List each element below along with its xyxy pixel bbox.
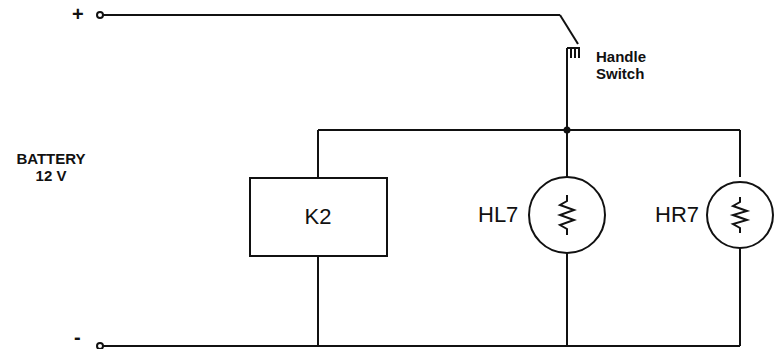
supply-bus — [318, 129, 740, 131]
relay-box: K2 — [249, 177, 388, 257]
switch-blade — [560, 15, 578, 44]
lamp-wire — [566, 130, 568, 177]
terminal-sign: + — [72, 3, 84, 26]
battery-terminal — [97, 12, 103, 18]
lamp-wire — [566, 253, 568, 346]
switch-label: Handle Switch — [596, 48, 668, 83]
lamp-filament — [560, 195, 574, 235]
positive-wire — [103, 14, 560, 16]
lamp-label: HL7 — [478, 202, 518, 227]
lamp-symbol — [707, 182, 773, 248]
battery-label: BATTERY 12 V — [8, 150, 94, 185]
relay-wire — [317, 257, 319, 346]
terminal-sign: - — [74, 326, 81, 349]
lamp-label: HR7 — [655, 202, 699, 227]
lamp-symbol — [529, 177, 605, 253]
switch-handle — [578, 48, 580, 58]
lamp-wire — [739, 248, 741, 346]
battery-terminal — [97, 343, 103, 349]
switch-handle — [574, 48, 576, 58]
switch-wire — [566, 48, 568, 130]
lamp-wire — [739, 130, 741, 177]
lamp-filament — [733, 197, 747, 233]
relay-label: K2 — [305, 204, 332, 230]
switch-handle — [570, 48, 572, 58]
negative-wire — [103, 345, 740, 347]
relay-wire — [317, 130, 319, 177]
